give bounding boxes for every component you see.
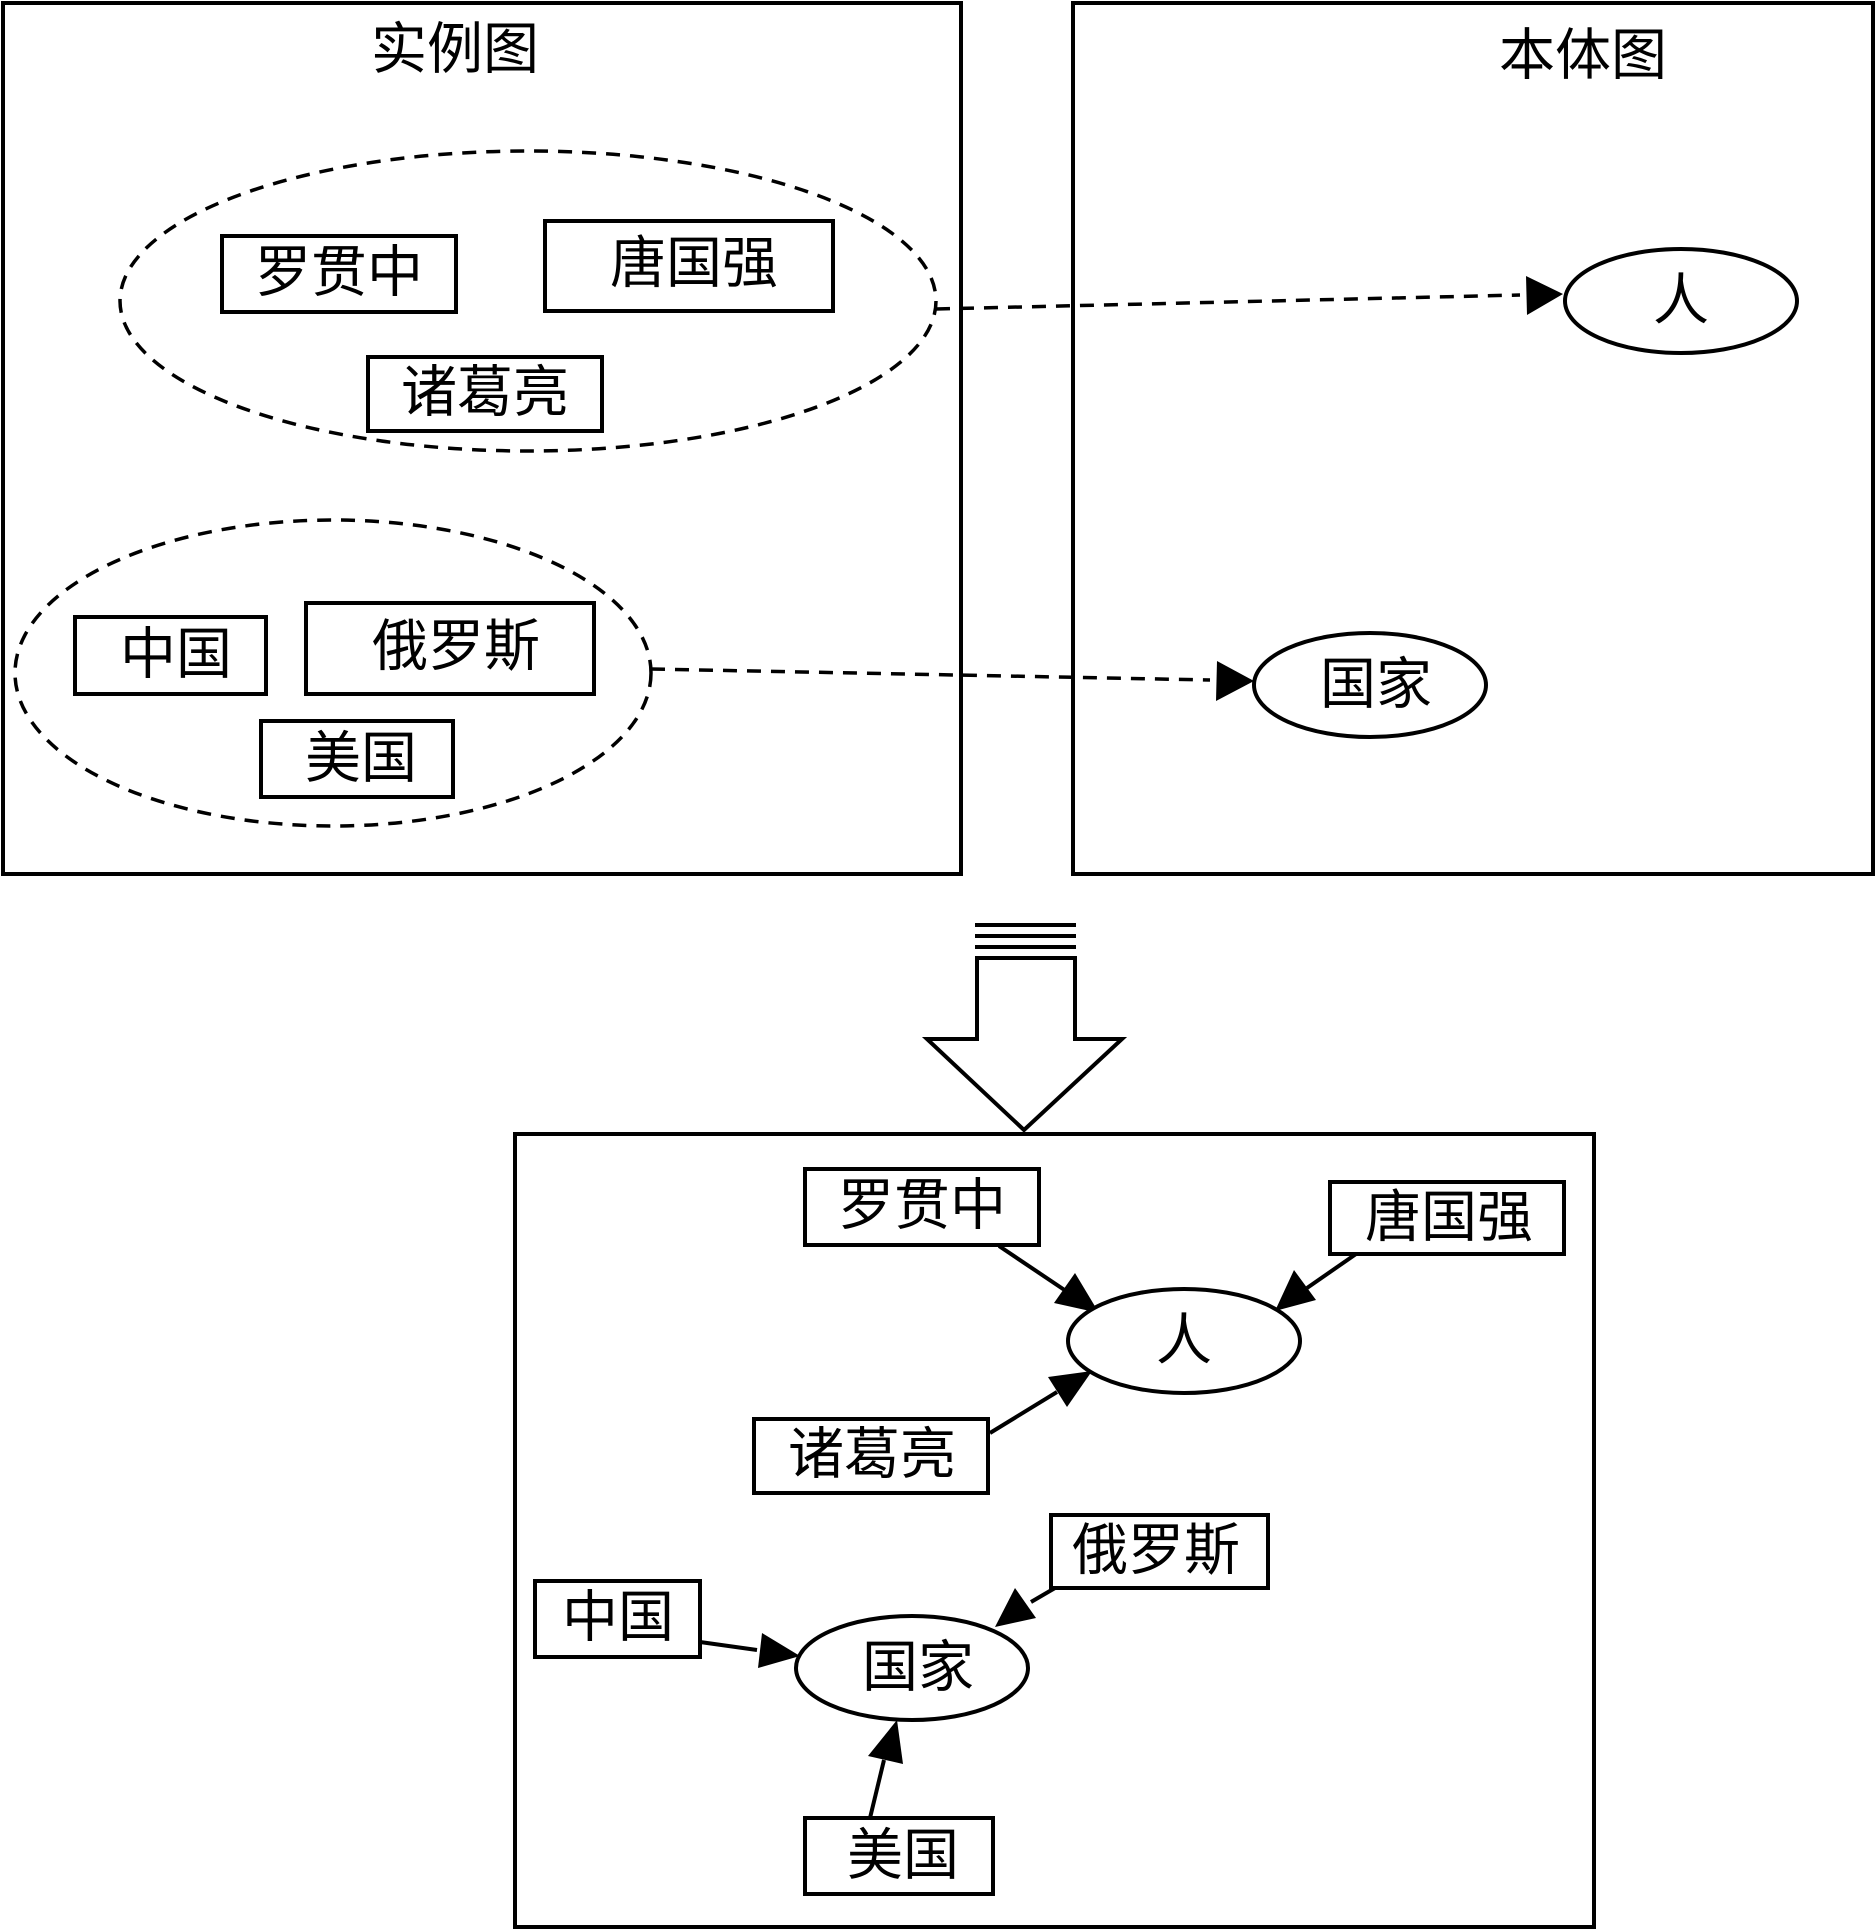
country-instance-group xyxy=(13,518,653,828)
merged-instance-tang-guoqiang[interactable]: 唐国强 xyxy=(1328,1180,1566,1256)
instance-box-russia xyxy=(304,601,596,696)
merged-instance-label-usa: 美国 xyxy=(847,1824,959,1889)
mapping-arrows xyxy=(650,276,1563,701)
instance-box-luo-guanzhong xyxy=(220,234,458,314)
ontology-panel-frame xyxy=(1071,1,1875,876)
merged-instance-china[interactable]: 中国 xyxy=(533,1579,702,1659)
merged-instance-box-luo-guanzhong xyxy=(803,1167,1041,1247)
edge-arrowhead-zhuge-liang xyxy=(1048,1371,1092,1407)
merged-instance-usa[interactable]: 美国 xyxy=(803,1816,995,1896)
transform-arrow xyxy=(921,923,1128,1133)
instance-label-russia: 俄罗斯 xyxy=(372,615,540,680)
merged-instance-box-china xyxy=(533,1579,702,1659)
merged-concept-ellipse-country xyxy=(794,1614,1030,1722)
instance-node-luo-guanzhong[interactable]: 罗贯中 xyxy=(220,234,458,314)
merged-concept-ellipse-person xyxy=(1066,1287,1302,1395)
ontology-panel: 本体图 人 国家 xyxy=(1071,1,1875,876)
concept-ellipse-person xyxy=(1563,247,1799,355)
instance-label-zhuge-liang: 诸葛亮 xyxy=(401,361,569,426)
merged-instance-label-russia: 俄罗斯 xyxy=(1072,1519,1240,1584)
mapping-arrow-country xyxy=(650,667,1211,682)
merged-panel: 人 国家 罗贯中 唐国强 诸葛亮 俄罗斯 中国 美国 xyxy=(513,1132,1596,1929)
edge-tang-guoqiang-to-person xyxy=(1305,1252,1358,1290)
edge-arrowhead-russia xyxy=(995,1588,1036,1627)
edge-arrowhead-luo-guanzhong xyxy=(1054,1273,1099,1313)
concept-node-country[interactable]: 国家 xyxy=(1252,631,1488,739)
merged-instance-label-tang-guoqiang: 唐国强 xyxy=(1365,1186,1533,1251)
instance-node-russia[interactable]: 俄罗斯 xyxy=(304,601,596,696)
concept-label-country: 国家 xyxy=(1320,653,1432,718)
edge-zhuge-liang-to-person xyxy=(988,1390,1059,1435)
merged-instance-label-china: 中国 xyxy=(562,1586,674,1651)
concept-node-person[interactable]: 人 xyxy=(1563,247,1799,355)
edge-arrowhead-usa xyxy=(868,1720,903,1764)
merged-instance-label-zhuge-liang: 诸葛亮 xyxy=(788,1423,956,1488)
merged-concept-country[interactable]: 国家 xyxy=(794,1614,1030,1722)
merged-instance-zhuge-liang[interactable]: 诸葛亮 xyxy=(752,1417,990,1495)
merged-instance-box-zhuge-liang xyxy=(752,1417,990,1495)
instance-label-tang-guoqiang: 唐国强 xyxy=(610,232,778,297)
ontology-panel-title: 本体图 xyxy=(1499,24,1667,89)
merged-instance-box-tang-guoqiang xyxy=(1328,1180,1566,1256)
person-instance-group xyxy=(118,149,938,453)
instance-node-zhuge-liang[interactable]: 诸葛亮 xyxy=(366,355,604,433)
instance-label-china: 中国 xyxy=(120,623,232,688)
merged-instance-luo-guanzhong[interactable]: 罗贯中 xyxy=(803,1167,1041,1247)
merged-concept-label-person: 人 xyxy=(1156,1309,1212,1374)
concept-ellipse-country xyxy=(1252,631,1488,739)
merged-concept-person[interactable]: 人 xyxy=(1066,1287,1302,1395)
edge-china-to-country xyxy=(699,1640,758,1652)
mapping-arrow-person xyxy=(935,293,1521,311)
merged-instance-label-luo-guanzhong: 罗贯中 xyxy=(838,1174,1006,1239)
merged-panel-frame xyxy=(513,1132,1596,1929)
edge-arrowhead-china xyxy=(758,1633,800,1668)
merged-concept-label-country: 国家 xyxy=(862,1636,974,1701)
instance-box-china xyxy=(73,615,268,696)
merged-instance-box-russia xyxy=(1049,1513,1270,1590)
instance-box-usa xyxy=(259,719,455,799)
mapping-arrowhead-country xyxy=(1216,661,1254,701)
edge-russia-to-country xyxy=(1029,1586,1057,1604)
edge-luo-guanzhong-to-person xyxy=(997,1244,1068,1293)
edge-usa-to-country xyxy=(868,1759,886,1819)
instance-node-usa[interactable]: 美国 xyxy=(259,719,455,799)
instance-panel: 实例图 罗贯中 唐国强 诸葛亮 中国 俄罗斯 美国 xyxy=(1,1,963,876)
merged-instance-box-usa xyxy=(803,1816,995,1896)
instance-node-china[interactable]: 中国 xyxy=(73,615,268,696)
instance-panel-title: 实例图 xyxy=(371,18,539,83)
instance-label-usa: 美国 xyxy=(305,727,417,792)
merged-instance-russia[interactable]: 俄罗斯 xyxy=(1049,1513,1270,1590)
instance-label-luo-guanzhong: 罗贯中 xyxy=(255,241,423,306)
instance-box-zhuge-liang xyxy=(366,355,604,433)
instance-box-tang-guoqiang xyxy=(543,219,835,313)
instance-panel-frame xyxy=(1,1,963,876)
transform-arrow-body xyxy=(921,956,1128,1133)
edge-arrowhead-tang-guoqiang xyxy=(1275,1270,1316,1311)
concept-label-person: 人 xyxy=(1653,269,1709,334)
mapping-arrowhead-person xyxy=(1526,276,1563,315)
instance-node-tang-guoqiang[interactable]: 唐国强 xyxy=(543,219,835,313)
